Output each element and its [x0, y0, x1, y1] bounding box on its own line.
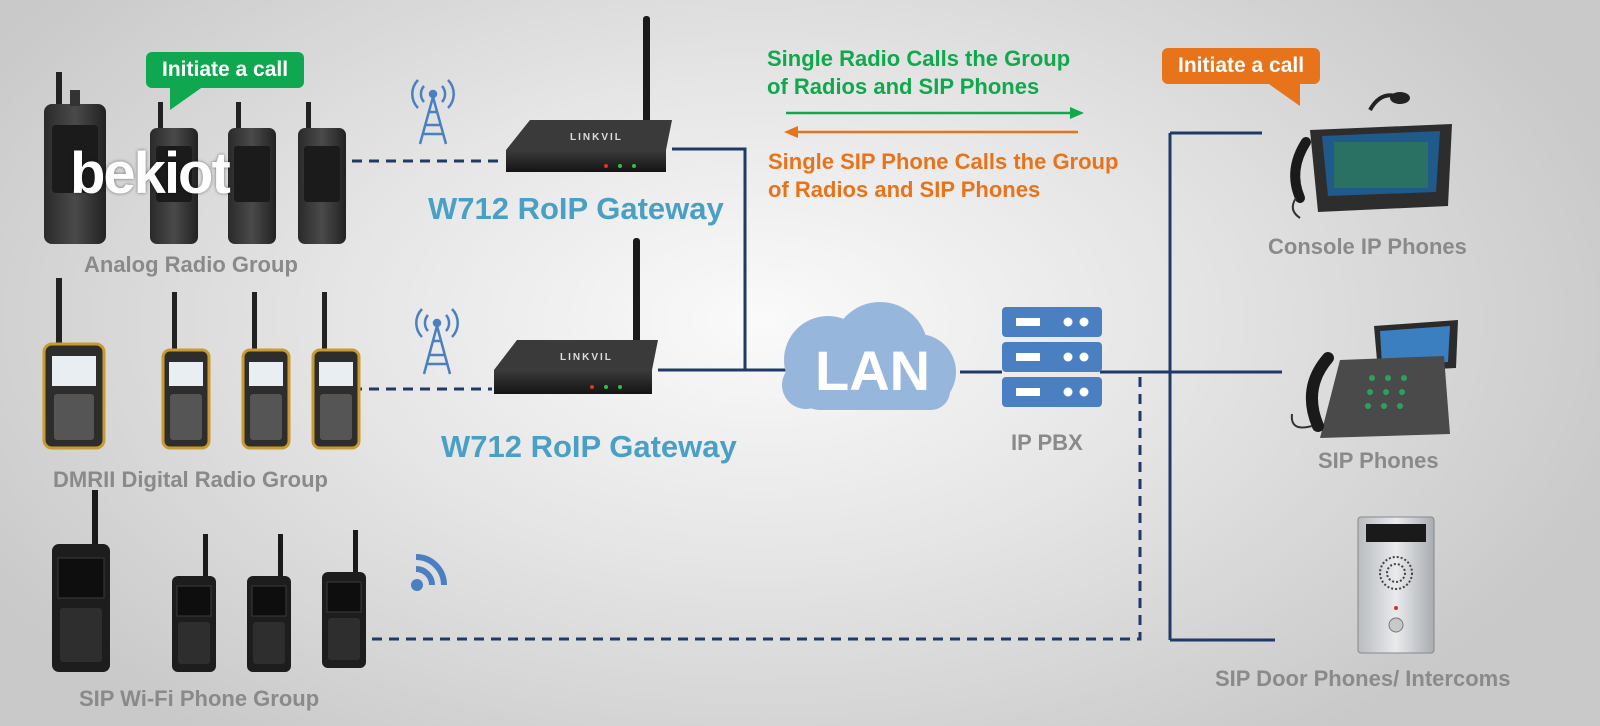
analog-radios [44, 72, 346, 244]
green-flow-arrow [786, 107, 1084, 119]
gateway-device-bottom [494, 238, 658, 394]
sip-door-phone [1357, 516, 1435, 654]
initiate-call-label: Initiate a call [1178, 54, 1305, 77]
analog-radio-1 [44, 72, 106, 244]
connection-lines [352, 131, 1282, 642]
analog-group-label: Analog Radio Group [84, 252, 298, 277]
wifi-group-label: SIP Wi-Fi Phone Group [79, 686, 320, 711]
dmr-radios [42, 278, 361, 450]
analog-radio-2 [150, 102, 198, 244]
dmr-group-label: DMRII Digital Radio Group [53, 467, 328, 492]
caption-line: Single SIP Phone Calls the Group [768, 149, 1119, 174]
lan-label: LAN [815, 339, 931, 402]
door-phones-label: SIP Door Phones/ Intercoms [1215, 666, 1511, 691]
pbx-label: IP PBX [1011, 430, 1083, 455]
analog-radio-4 [298, 102, 346, 244]
caption-line: Single Radio Calls the Group [767, 46, 1071, 71]
initiate-call-bubble-radio: Initiate a call [146, 52, 305, 110]
dmr-radio-3 [241, 292, 291, 450]
analog-radio-3 [228, 102, 276, 244]
orange-flow-arrow [784, 126, 1078, 138]
dmr-radio-4 [311, 292, 361, 450]
radio-tower-icon [411, 79, 455, 145]
sip-desk-phone [1290, 320, 1458, 438]
caption-line: of Radios and SIP Phones [767, 74, 1040, 99]
gateway-top-uplink [672, 147, 747, 370]
wifi-link [372, 372, 1142, 641]
radio-to-group-caption: Single Radio Calls the Group of Radios a… [767, 45, 1070, 101]
gateway-bottom-label: W712 RoIP Gateway [441, 429, 737, 464]
pbx-server-icon [1002, 307, 1102, 407]
console-ip-phone [1290, 92, 1452, 219]
console-phones-label: Console IP Phones [1268, 234, 1467, 259]
gateway-top-label: W712 RoIP Gateway [428, 191, 724, 226]
gateway-brand-bottom: LINKVIL [560, 352, 613, 363]
gateway-brand-top: LINKVIL [570, 132, 623, 143]
bubble-tail [170, 86, 204, 110]
lan-cloud [782, 302, 956, 410]
wifi-phone-2 [172, 534, 216, 672]
radio-tower-icon [415, 308, 459, 375]
bekiot-watermark-logo: bekiot [70, 141, 231, 206]
caption-line: of Radios and SIP Phones [768, 177, 1041, 202]
sip-phones-label: SIP Phones [1318, 448, 1439, 473]
wifi-phone-4 [322, 530, 366, 668]
wifi-phone-1 [52, 490, 110, 672]
sip-to-group-caption: Single SIP Phone Calls the Group of Radi… [768, 148, 1118, 204]
wifi-phones [52, 490, 366, 672]
gateway-device-top [506, 16, 672, 172]
wifi-phone-3 [247, 534, 291, 672]
bubble-tail [1266, 82, 1301, 106]
wifi-signal-icon [411, 554, 447, 591]
dmr-radio-1 [42, 278, 106, 450]
initiate-call-label: Initiate a call [162, 58, 289, 81]
initiate-call-bubble-sip: Initiate a call [1162, 48, 1321, 106]
dmr-radio-2 [161, 292, 211, 450]
